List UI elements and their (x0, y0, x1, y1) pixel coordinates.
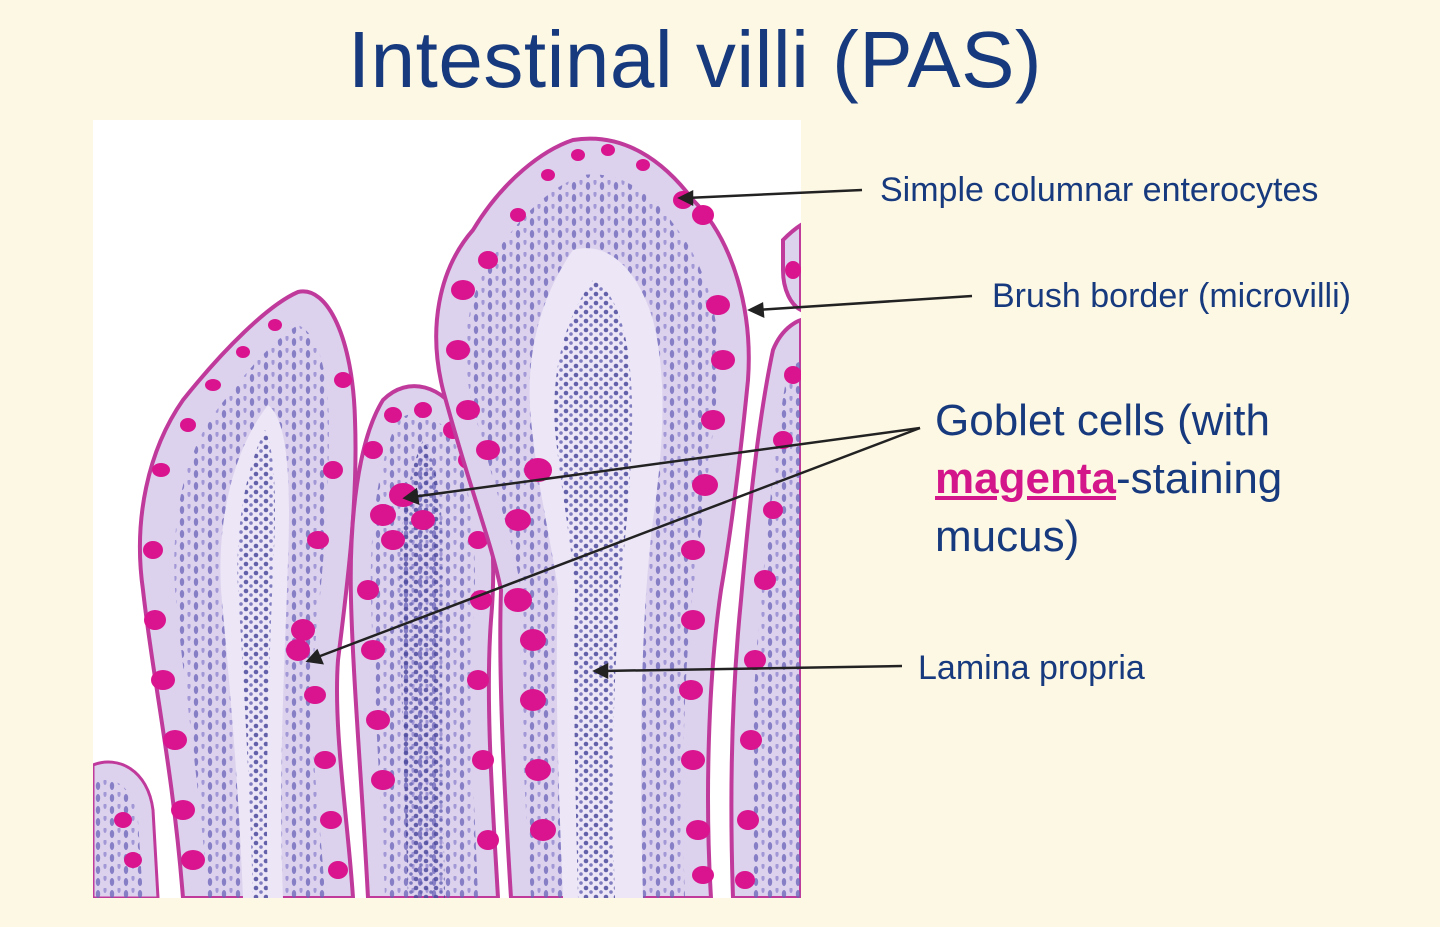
goblet-line-2-rest: -staining (1115, 454, 1283, 503)
pointer-brush-border (755, 294, 973, 312)
goblet-line-2: magenta-staining (935, 450, 1282, 508)
label-brush-border: Brush border (microvilli) (992, 277, 1351, 315)
pointer-enterocytes (685, 188, 863, 200)
label-goblet-cells: Goblet cells (with magenta-staining mucu… (935, 392, 1282, 566)
label-enterocytes: Simple columnar enterocytes (880, 171, 1319, 209)
pointer-goblet-lower (314, 426, 921, 660)
label-lamina-propria: Lamina propria (918, 649, 1145, 687)
micrograph (93, 120, 801, 898)
goblet-line-3: mucus) (935, 512, 1080, 561)
pointer-lamina-propria (601, 664, 903, 673)
villus-3 (434, 136, 751, 898)
villus-far-left (93, 760, 160, 898)
slide-title: Intestinal villi (PAS) (347, 15, 1043, 104)
micrograph-illustration (93, 136, 801, 898)
pointer-goblet-upper (411, 426, 921, 499)
villus-2 (348, 384, 501, 898)
villus-4 (729, 222, 801, 898)
magenta-word: magenta (935, 454, 1116, 503)
goblet-line-1: Goblet cells (with (935, 396, 1271, 445)
villus-1 (137, 289, 358, 898)
